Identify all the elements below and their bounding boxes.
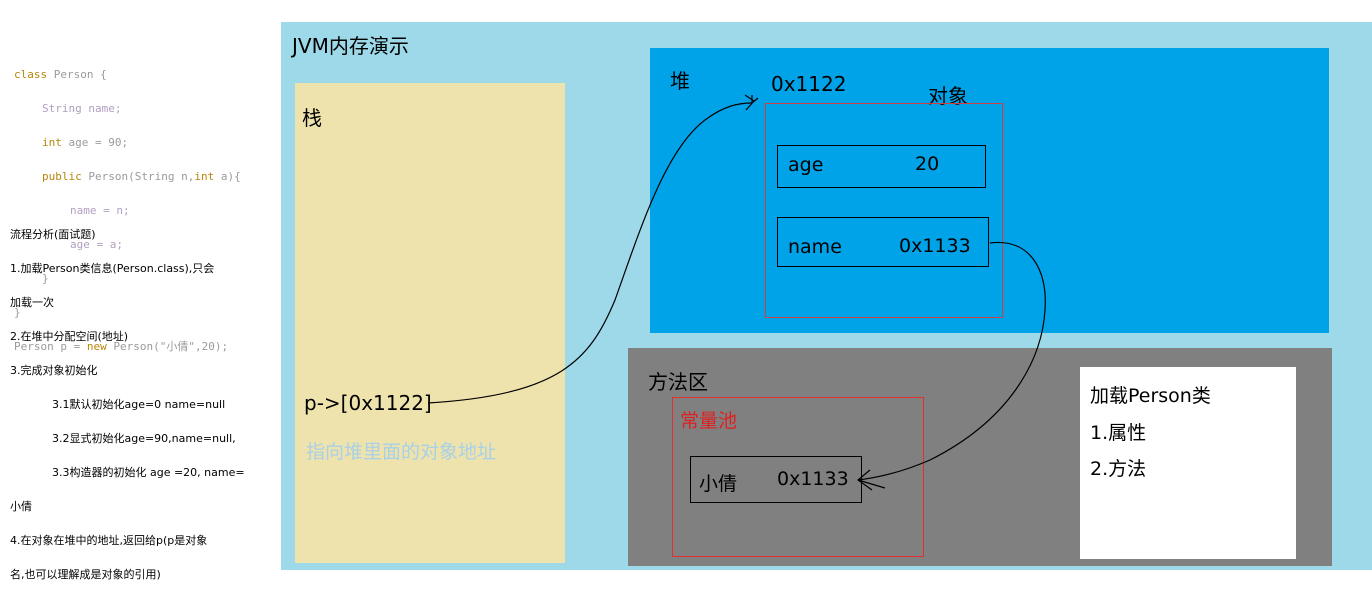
pool-entry-address: 0x1133: [777, 468, 849, 490]
stack-reference: p->[0x1122]: [304, 391, 432, 415]
note-line: 3.2显式初始化age=90,name=null,: [38, 432, 236, 445]
stack-region: [295, 83, 565, 563]
constant-pool-label: 常量池: [680, 410, 738, 432]
class-load-line-1: 加载Person类: [1090, 385, 1211, 407]
code-line-3: int age = 90;: [14, 134, 241, 151]
code-line-7: }: [14, 270, 241, 287]
code-line-6: age = a;: [14, 236, 241, 253]
field-name: name 0x1133: [777, 217, 989, 267]
note-line: 1.加载Person类信息(Person.class),只会: [10, 262, 215, 275]
note-line: 小倩: [10, 500, 32, 513]
code-line-5: name = n;: [14, 202, 241, 219]
class-load-line-2: 1.属性: [1090, 422, 1147, 444]
code-line-9: Person p = new Person("小倩",20);: [14, 338, 241, 355]
class-load-line-3: 2.方法: [1090, 458, 1147, 480]
field-age: age 20: [777, 145, 986, 188]
object-label: 对象: [928, 84, 968, 108]
note-line: 名,也可以理解成是对象的引用): [10, 568, 161, 581]
code-text: }: [42, 272, 49, 285]
pool-entry-value: 小倩: [699, 473, 738, 495]
code-text: Person {: [53, 68, 107, 81]
field-name-value: 0x1133: [899, 235, 971, 257]
code-text: }: [14, 306, 21, 319]
code-text: String name;: [42, 102, 122, 115]
note-line: 加载一次: [10, 296, 54, 309]
note-line: 流程分析(面试题): [10, 228, 96, 241]
code-block: class Person { String name; int age = 90…: [14, 49, 241, 372]
heap-object: [765, 103, 1003, 318]
code-text: Person(String n,: [88, 170, 195, 183]
code-keyword: int: [42, 136, 62, 149]
heap-address: 0x1122: [771, 72, 847, 96]
heap-label: 堆: [670, 69, 690, 93]
note-line: 3.1默认初始化age=0 name=null: [38, 398, 226, 411]
method-area-label: 方法区: [648, 370, 708, 394]
note-line: 3.完成对象初始化: [10, 364, 98, 377]
stack-label: 栈: [302, 106, 322, 130]
stack-note: 指向堆里面的对象地址: [306, 441, 497, 463]
note-line: 3.3构造器的初始化 age =20, name=: [38, 466, 245, 479]
note-line: 4.在对象在堆中的地址,返回给p(p是对象: [10, 534, 208, 547]
analysis-notes: 流程分析(面试题) 1.加载Person类信息(Person.class),只会…: [10, 209, 245, 600]
pool-entry: 小倩 0x1133: [690, 456, 862, 503]
code-line-2: String name;: [14, 100, 241, 117]
field-age-name: age: [788, 154, 824, 176]
code-text: age = 90;: [68, 136, 129, 149]
code-line-4: public Person(String n,int a){: [14, 168, 241, 185]
code-keyword: public: [42, 170, 82, 183]
code-line-1: class Person {: [14, 66, 241, 83]
code-text: name = n;: [70, 204, 130, 217]
code-text: age = a;: [70, 238, 123, 251]
code-text: a){: [220, 170, 241, 183]
field-name-name: name: [788, 236, 842, 258]
code-keyword: int: [194, 170, 215, 183]
code-text: Person("小倩",20);: [113, 340, 229, 353]
note-line: 2.在堆中分配空间(地址): [10, 330, 129, 343]
code-line-8: }: [14, 304, 241, 321]
field-age-value: 20: [915, 153, 940, 175]
code-text: Person p =: [14, 340, 81, 353]
jvm-title: JVM内存演示: [292, 34, 409, 58]
code-keyword: class: [14, 68, 48, 81]
class-load-box: [1080, 367, 1296, 559]
code-keyword: new: [86, 340, 107, 353]
